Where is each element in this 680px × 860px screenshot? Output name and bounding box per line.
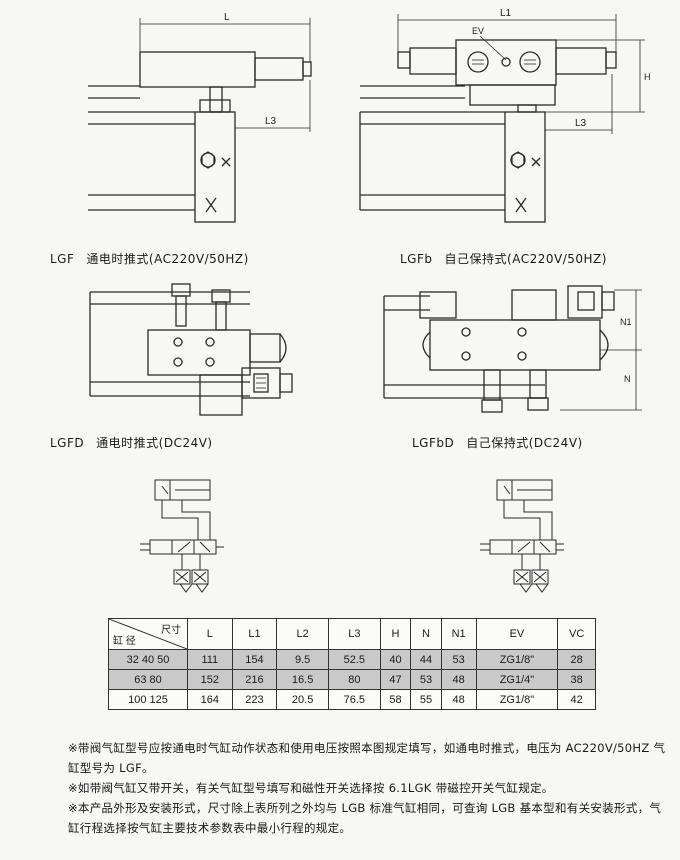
table-cell: 38 — [557, 669, 596, 690]
spec-table-header: 尺寸 缸 径 L L1 L2 L3 H N N1 EV VC — [108, 618, 596, 650]
table-cell: 164 — [187, 689, 233, 710]
table-cell: 223 — [231, 689, 278, 710]
table-cell: 111 — [187, 649, 233, 670]
drawing-lgfbd — [383, 285, 642, 413]
table-row: 32 40 50 111 154 9.5 52.5 40 44 53 ZG1/8… — [108, 649, 596, 670]
table-cell: 44 — [410, 649, 442, 670]
table-cell: 76.5 — [327, 689, 381, 710]
note-item: ※本产品外形及安装形式，尺寸除上表所列之外均与 LGB 标准气缸相同，可查询 L… — [68, 801, 662, 835]
col-header: H — [379, 618, 412, 650]
pneumatic-symbol-right — [480, 479, 564, 593]
table-cell: 53 — [410, 669, 442, 690]
table-cell: 52.5 — [327, 649, 381, 670]
col-header: N — [410, 618, 442, 650]
dim-label-L1: L1 — [500, 8, 512, 19]
col-header: L — [187, 618, 233, 650]
table-cell: ZG1/8" — [475, 649, 559, 670]
col-header: VC — [557, 618, 596, 650]
table-cell: 53 — [440, 649, 477, 670]
dim-label-N: N — [624, 374, 631, 384]
col-header: L2 — [276, 618, 329, 650]
spec-table: 尺寸 缸 径 L L1 L2 L3 H N N1 EV VC 32 40 50 … — [108, 618, 596, 710]
dim-label-L3-left: L3 — [265, 116, 277, 127]
drawing-lgfb — [359, 14, 645, 223]
drawing-lgf — [88, 18, 312, 223]
note-item: ※如带阀气缸又带开关，有关气缸型号填写和磁性开关选择按 6.1LGK 带磁控开关… — [68, 781, 554, 795]
table-cell: 20.5 — [276, 689, 329, 710]
table-cell: 28 — [557, 649, 596, 670]
table-cell: 48 — [440, 669, 477, 690]
bore-cell: 100 125 — [108, 689, 188, 710]
col-header: L1 — [231, 618, 278, 650]
dim-label-N1: N1 — [620, 317, 632, 327]
dim-label-L3-right: L3 — [575, 118, 587, 129]
caption-lgfd-desc: 通电时推式(DC24V) — [96, 436, 213, 450]
note-item: ※带阀气缸型号应按通电时气缸动作状态和使用电压按照本图规定填写，如通电时推式，电… — [68, 741, 666, 775]
caption-lgf: LGF 通电时推式(AC220V/50HZ) — [50, 250, 249, 267]
technical-drawings: L L3 — [88, 8, 651, 593]
header-bore-label: 缸 径 — [113, 636, 136, 647]
caption-lgfb-code: LGFb — [400, 252, 433, 266]
caption-lgfd: LGFD 通电时推式(DC24V) — [50, 434, 213, 451]
dim-label-H: H — [644, 72, 651, 82]
table-cell: 47 — [379, 669, 412, 690]
bore-cell: 32 40 50 — [108, 649, 188, 670]
drawing-lgfd — [89, 283, 293, 416]
table-cell: 216 — [231, 669, 278, 690]
caption-lgfb: LGFb 自己保持式(AC220V/50HZ) — [400, 250, 607, 267]
notes-section: ※带阀气缸型号应按通电时气缸动作状态和使用电压按照本图规定填写，如通电时推式，电… — [68, 738, 668, 838]
caption-lgfbd-desc: 自己保持式(DC24V) — [466, 436, 583, 450]
caption-lgfbd: LGFbD 自己保持式(DC24V) — [412, 434, 583, 451]
spec-table-corner-header: 尺寸 缸 径 — [108, 618, 188, 650]
caption-lgf-code: LGF — [50, 252, 75, 266]
dim-label-EV: EV — [472, 26, 484, 36]
table-cell: 9.5 — [276, 649, 329, 670]
dim-label-L: L — [224, 12, 230, 23]
table-cell: 58 — [379, 689, 412, 710]
caption-lgf-desc: 通电时推式(AC220V/50HZ) — [86, 252, 249, 266]
caption-lgfb-desc: 自己保持式(AC220V/50HZ) — [444, 252, 607, 266]
table-cell: 152 — [187, 669, 233, 690]
table-cell: ZG1/8" — [475, 689, 559, 710]
table-row: 100 125 164 223 20.5 76.5 58 55 48 ZG1/8… — [108, 689, 596, 710]
table-cell: 154 — [231, 649, 278, 670]
table-cell: ZG1/4" — [475, 669, 559, 690]
table-cell: 16.5 — [276, 669, 329, 690]
col-header: EV — [475, 618, 559, 650]
col-header: L3 — [327, 618, 381, 650]
caption-lgfbd-code: LGFbD — [412, 436, 455, 450]
col-header: N1 — [440, 618, 477, 650]
header-size-label: 尺寸 — [161, 625, 181, 636]
bore-cell: 63 80 — [108, 669, 188, 690]
table-row: 63 80 152 216 16.5 80 47 53 48 ZG1/4" 38 — [108, 669, 596, 690]
table-cell: 80 — [327, 669, 381, 690]
table-cell: 48 — [440, 689, 477, 710]
caption-lgfd-code: LGFD — [50, 436, 85, 450]
table-cell: 40 — [379, 649, 412, 670]
table-cell: 55 — [410, 689, 442, 710]
pneumatic-symbol-left — [140, 479, 224, 593]
table-cell: 42 — [557, 689, 596, 710]
